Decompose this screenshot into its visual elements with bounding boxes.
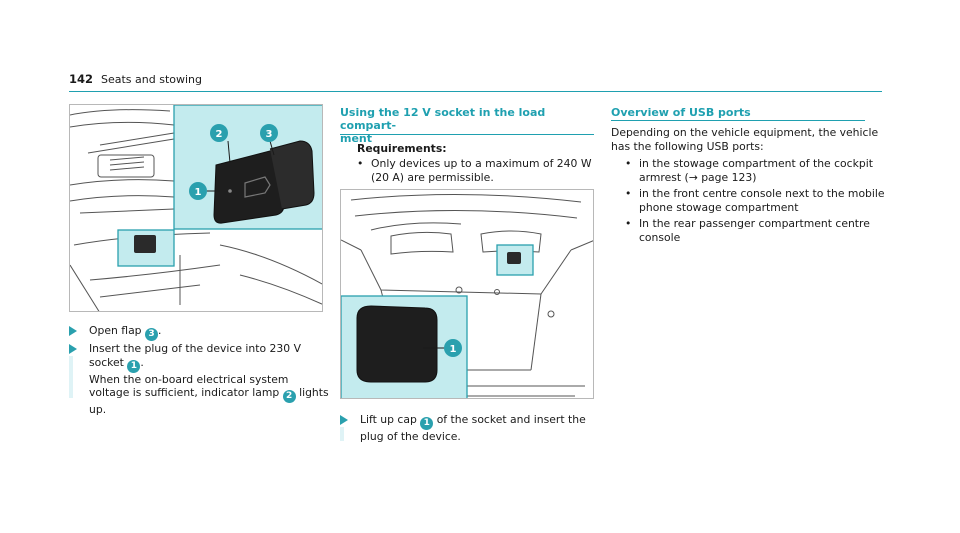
page-header: 142 Seats and stowing: [69, 70, 882, 92]
page-number: 142: [69, 72, 94, 86]
bullet-icon: •: [625, 187, 632, 200]
step-note: When the on-board electrical system volt…: [89, 372, 289, 400]
dashboard-illustration: 2 3 1: [70, 105, 322, 311]
socket-thumbnail: [134, 235, 156, 253]
step-arrow-icon: [69, 326, 77, 336]
ref-badge-1: 1: [420, 417, 434, 430]
section-title: Seats and stowing: [101, 73, 203, 86]
callout-2: 2: [216, 129, 223, 140]
requirements-heading: Requirements:: [357, 142, 447, 155]
section-heading-usb: Overview of USB ports: [611, 106, 751, 119]
ref-badge-1: 1: [127, 359, 141, 373]
bullet-icon: •: [625, 157, 632, 170]
step-open-flap: Open flap 3.: [69, 324, 329, 341]
callout-3: 3: [266, 129, 273, 140]
callout-1: 1: [450, 344, 457, 355]
load-compartment-illustration: 1: [341, 193, 593, 398]
step-insert-plug: Insert the plug of the device into 230 V…: [69, 342, 331, 417]
page-reference-link[interactable]: armrest (→ page 123): [639, 170, 757, 184]
usb-item: • in the stowage compartment of the cock…: [625, 157, 873, 184]
heading-rule: [340, 134, 594, 135]
heading-rule: [611, 120, 865, 121]
figure-12v-socket: 1: [340, 189, 594, 399]
socket-detail: [213, 140, 315, 224]
section-heading-12v: Using the 12 V socket in the load compar…: [340, 106, 546, 145]
step-side-bar: [69, 356, 73, 398]
figure-230v-socket: 2 3 1: [69, 104, 323, 312]
step-arrow-icon: [340, 415, 348, 425]
usb-intro: Depending on the vehicle equipment, the …: [611, 126, 879, 153]
step-text: Insert the plug of the device into 230 V…: [89, 342, 301, 369]
callout-badges: 2 3 1: [189, 124, 278, 200]
bullet-icon: •: [357, 157, 364, 170]
step-side-bar: [340, 427, 344, 441]
step-lift-cap: Lift up cap 1 of the socket and insert t…: [340, 413, 600, 444]
callout-1: 1: [195, 187, 202, 198]
socket-thumbnail: [507, 252, 521, 264]
usb-item: • In the rear passenger compartment cent…: [625, 217, 870, 244]
step-text: Open flap: [89, 324, 145, 337]
step-arrow-icon: [69, 344, 77, 354]
usb-item: • in the front centre console next to th…: [625, 187, 885, 214]
ref-badge-3: 3: [144, 328, 158, 341]
ref-badge-2: 2: [282, 390, 296, 403]
bullet-icon: •: [625, 217, 632, 230]
requirement-item: • Only devices up to a maximum of 240 W …: [357, 157, 592, 184]
socket-cap-detail: [356, 305, 438, 383]
